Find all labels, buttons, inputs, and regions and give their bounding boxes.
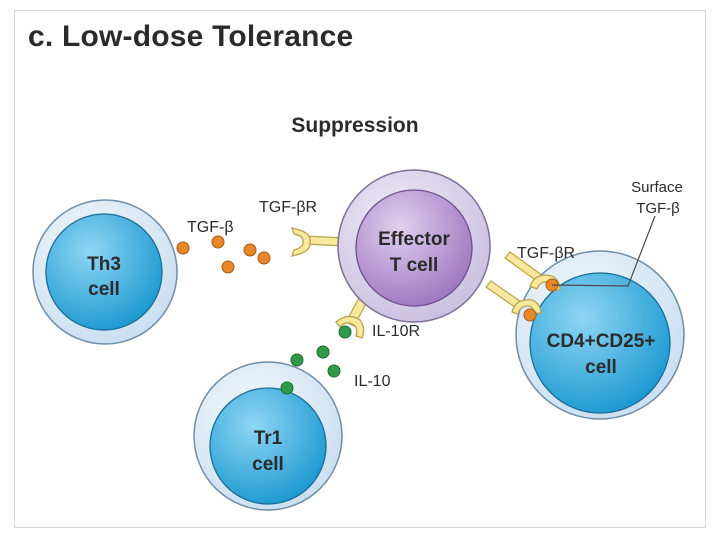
th3-label-line2: cell [88, 279, 120, 300]
cd4-cd25-cell: CD4+CD25+ cell [515, 250, 685, 420]
il10r-receptor [335, 315, 365, 339]
surface-tgfb-leader-line [551, 215, 656, 287]
th3-cell: Th3 cell [32, 199, 178, 345]
tgfb-left-label: TGF-β [187, 219, 234, 236]
effector-label-line2: T cell [390, 255, 439, 276]
tgfbr-right-label: TGF-βR [517, 245, 575, 262]
tr1-cell: Tr1 cell [193, 361, 343, 511]
il10r-label: IL-10R [372, 323, 420, 340]
il10-label: IL-10 [354, 373, 391, 390]
effector-t-cell: Effector T cell [337, 169, 491, 323]
surface-tgfb-label-line2: TGF-β [636, 200, 680, 217]
tr1-label-line2: cell [252, 454, 284, 475]
effector-label-line1: Effector [378, 229, 450, 250]
th3-label-line1: Th3 [87, 254, 121, 275]
treg-label-line1: CD4+CD25+ [547, 331, 656, 352]
figure-title: c. Low-dose Tolerance [28, 20, 354, 53]
treg-label-line2: cell [585, 357, 617, 378]
il-10-molecules [280, 325, 352, 395]
tr1-label-line1: Tr1 [254, 428, 283, 449]
tgfbr-left-receptor [291, 227, 311, 257]
tgfbr-left-label: TGF-βR [259, 199, 317, 216]
suppression-heading: Suppression [291, 114, 418, 137]
surface-tgfb-label-line1: Surface [631, 179, 683, 196]
tgf-beta-molecules [176, 235, 559, 322]
